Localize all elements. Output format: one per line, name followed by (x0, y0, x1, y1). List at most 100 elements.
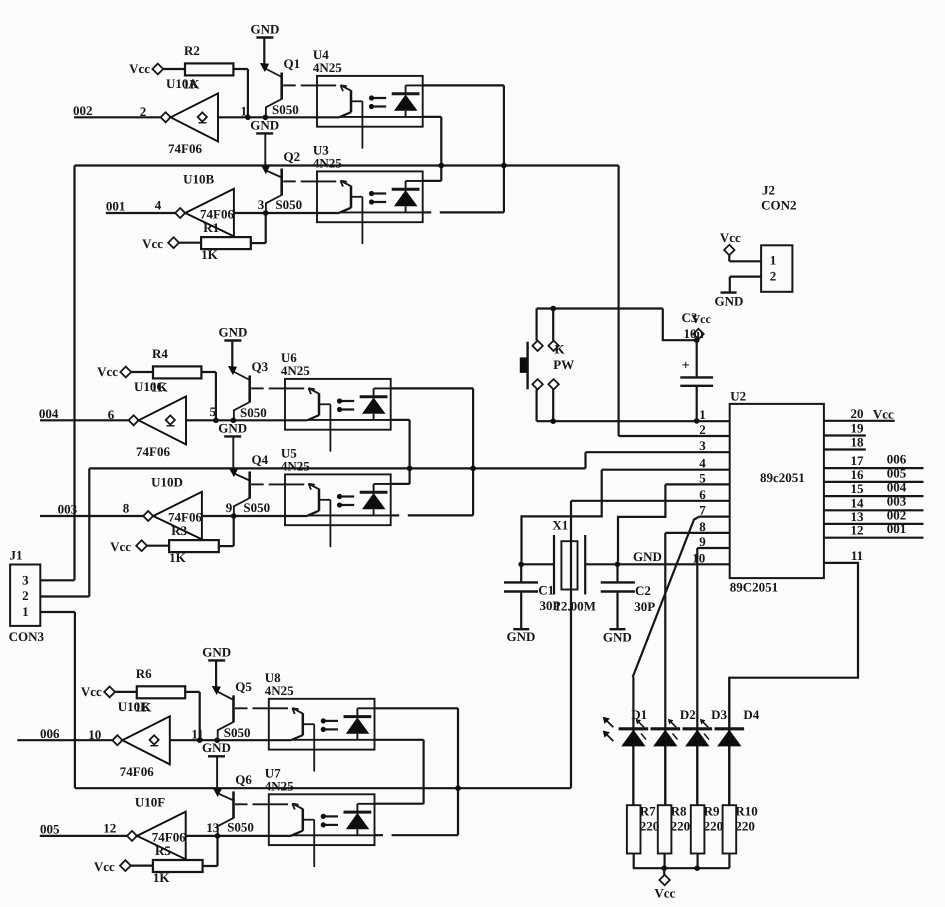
svg-text:11: 11 (191, 726, 203, 741)
svg-text:GND: GND (714, 293, 743, 308)
svg-text:GND: GND (250, 22, 279, 37)
svg-text:5: 5 (210, 404, 217, 419)
svg-text:R10: R10 (735, 804, 757, 819)
svg-text:GND: GND (218, 325, 247, 340)
svg-text:1: 1 (699, 407, 706, 422)
svg-text:Q5: Q5 (235, 679, 252, 694)
svg-text:J1: J1 (10, 548, 23, 563)
svg-text:006: 006 (887, 452, 907, 467)
svg-text:C1: C1 (538, 583, 554, 598)
svg-text:U3: U3 (313, 142, 329, 157)
svg-text:S050: S050 (275, 197, 302, 212)
svg-text:10: 10 (692, 550, 705, 565)
svg-text:74F06: 74F06 (136, 444, 170, 459)
svg-text:U7: U7 (265, 765, 281, 780)
svg-text:S050: S050 (224, 725, 251, 740)
svg-text:001: 001 (106, 199, 126, 214)
svg-text:3: 3 (699, 438, 706, 453)
svg-text:220: 220 (671, 819, 691, 834)
svg-text:2: 2 (22, 588, 29, 603)
svg-text:3: 3 (258, 197, 265, 212)
svg-text:4N25: 4N25 (265, 779, 294, 794)
svg-text:R6: R6 (136, 666, 152, 681)
svg-text:74F06: 74F06 (168, 509, 202, 524)
svg-text:220: 220 (640, 819, 660, 834)
svg-text:19: 19 (851, 421, 865, 436)
svg-text:1K: 1K (153, 870, 171, 885)
svg-text:1: 1 (770, 253, 777, 268)
svg-text:6: 6 (108, 407, 115, 422)
svg-text:20: 20 (851, 406, 864, 421)
svg-text:4N25: 4N25 (281, 363, 310, 378)
svg-text:U5: U5 (281, 445, 297, 460)
svg-text:3: 3 (22, 573, 29, 588)
svg-text:K: K (555, 342, 566, 357)
svg-text:CON3: CON3 (9, 629, 45, 644)
svg-text:C3: C3 (682, 310, 698, 325)
svg-text:4N25: 4N25 (265, 683, 294, 698)
svg-text:S050: S050 (272, 102, 299, 117)
svg-text:12: 12 (103, 820, 116, 835)
svg-text:Vcc: Vcc (129, 61, 150, 76)
svg-text:Vcc: Vcc (720, 230, 741, 245)
svg-text:2: 2 (770, 269, 777, 284)
svg-text:001: 001 (887, 521, 907, 536)
svg-text:10u: 10u (684, 326, 704, 341)
svg-text:U10E: U10E (118, 699, 149, 714)
svg-text:S050: S050 (243, 500, 270, 515)
svg-text:Q6: Q6 (235, 772, 252, 787)
svg-text:220: 220 (704, 819, 724, 834)
svg-text:16: 16 (851, 467, 865, 482)
svg-text:D1: D1 (631, 707, 647, 722)
svg-text:GND: GND (202, 740, 231, 755)
svg-text:D4: D4 (743, 707, 759, 722)
svg-text:006: 006 (40, 726, 60, 741)
svg-text:4: 4 (155, 198, 162, 213)
svg-text:D3: D3 (711, 707, 727, 722)
svg-text:+: + (682, 359, 690, 374)
svg-text:4N25: 4N25 (313, 156, 342, 171)
svg-text:13: 13 (206, 820, 220, 835)
svg-text:89C2051: 89C2051 (730, 580, 778, 595)
svg-text:1: 1 (22, 604, 29, 619)
svg-text:14: 14 (851, 495, 865, 510)
svg-text:U4: U4 (313, 47, 329, 62)
svg-text:Vcc: Vcc (654, 886, 675, 901)
svg-text:30P: 30P (540, 598, 561, 613)
svg-text:7: 7 (699, 503, 706, 518)
svg-text:U10B: U10B (183, 172, 214, 187)
svg-text:13: 13 (851, 509, 865, 524)
svg-text:004: 004 (39, 406, 59, 421)
svg-text:74F06: 74F06 (152, 829, 186, 844)
svg-text:D2: D2 (680, 707, 696, 722)
svg-text:J2: J2 (762, 183, 775, 198)
svg-text:002: 002 (887, 507, 907, 522)
svg-text:6: 6 (699, 487, 706, 502)
svg-text:1K: 1K (201, 247, 219, 262)
svg-text:4N25: 4N25 (313, 60, 342, 75)
svg-text:U2: U2 (730, 389, 746, 404)
svg-text:74F06: 74F06 (120, 764, 154, 779)
svg-text:003: 003 (58, 502, 78, 517)
svg-text:Vcc: Vcc (142, 236, 163, 251)
svg-text:1: 1 (240, 104, 247, 119)
svg-text:89c2051: 89c2051 (760, 470, 805, 485)
svg-text:GND: GND (202, 644, 231, 659)
svg-text:Vcc: Vcc (873, 406, 894, 421)
svg-text:220: 220 (735, 819, 755, 834)
svg-text:4N25: 4N25 (281, 459, 310, 474)
svg-text:R7: R7 (640, 804, 656, 819)
svg-text:X1: X1 (552, 518, 568, 533)
svg-text:R9: R9 (704, 804, 720, 819)
svg-text:005: 005 (40, 821, 60, 836)
svg-text:002: 002 (73, 103, 93, 118)
svg-text:8: 8 (699, 519, 706, 534)
svg-text:18: 18 (851, 435, 865, 450)
svg-text:74F06: 74F06 (200, 206, 234, 221)
svg-text:Q2: Q2 (284, 149, 301, 164)
svg-text:2: 2 (140, 104, 147, 119)
svg-text:1K: 1K (169, 550, 187, 565)
svg-text:17: 17 (851, 453, 865, 468)
svg-text:R5: R5 (155, 843, 171, 858)
svg-text:R3: R3 (171, 523, 187, 538)
